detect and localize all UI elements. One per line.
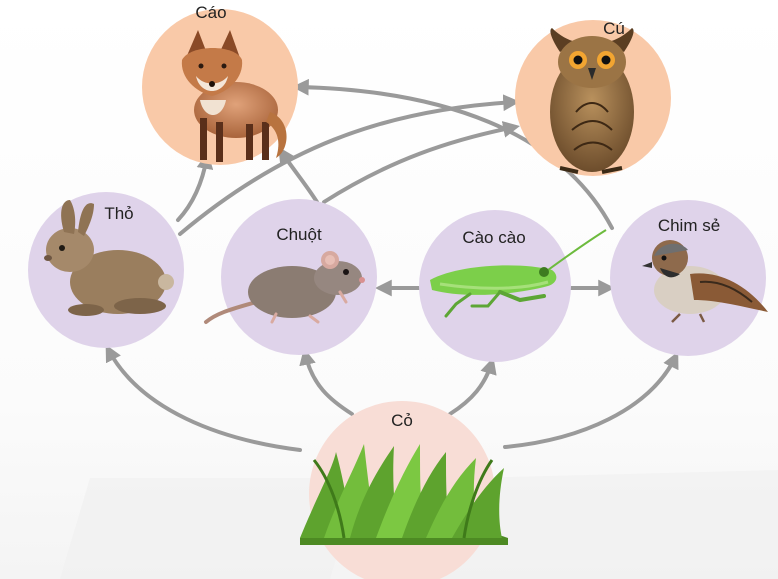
- node-grass: Cỏ: [300, 401, 508, 579]
- node-owl: Cú: [515, 19, 671, 176]
- edge-grass-grasshopper: [448, 357, 497, 416]
- edge-rabbit-fox: [176, 152, 214, 222]
- node-rabbit: Thỏ: [28, 192, 184, 348]
- rabbit-icon: [44, 200, 174, 316]
- mouse-icon: [204, 251, 365, 324]
- edge-sparrow-fox: [291, 78, 614, 230]
- node-label: Chuột: [276, 225, 322, 244]
- edge-mouse-owl: [322, 121, 520, 204]
- node-grasshopper: Cào cào: [419, 210, 607, 362]
- node-label: Cào cào: [462, 228, 525, 247]
- grass-icon: [300, 444, 508, 545]
- edge-grass-sparrow: [503, 351, 679, 449]
- node-fox: Cáo: [142, 3, 298, 165]
- owl-icon: [550, 28, 634, 174]
- edge-grass-mouse: [299, 348, 354, 416]
- node-label: Cáo: [195, 3, 226, 22]
- grasshopper-icon: [430, 229, 607, 318]
- node-label: Cỏ: [391, 411, 413, 430]
- background-panels: [60, 470, 778, 579]
- sparrow-icon: [642, 240, 768, 323]
- edge-grass-rabbit: [105, 344, 302, 452]
- node-label: Cú: [603, 19, 625, 38]
- node-label: Thỏ: [104, 204, 133, 223]
- node-label: Chim sẻ: [658, 216, 720, 235]
- fox-icon: [181, 30, 287, 162]
- node-mouse: Chuột: [204, 199, 377, 355]
- node-sparrow: Chim sẻ: [610, 200, 768, 356]
- edge-rabbit-owl: [178, 94, 521, 236]
- edge-mouse-fox: [278, 146, 319, 204]
